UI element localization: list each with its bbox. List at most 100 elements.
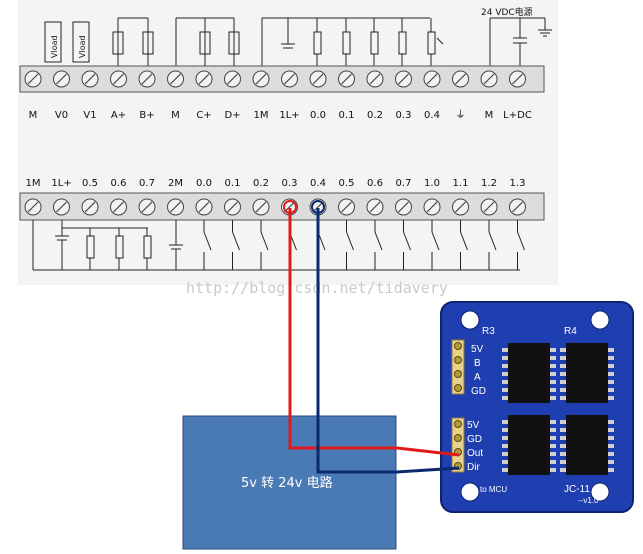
- header-pin-5: [454, 434, 462, 442]
- jc11-module: [440, 301, 634, 513]
- chip-1-pin-l5: [560, 388, 566, 392]
- bottom-terminal-label-5: 2M: [168, 178, 183, 189]
- bottom-screw-slot-10: [312, 201, 324, 213]
- chip-1-pin-r2: [608, 364, 614, 368]
- top-screw-slot-14: [426, 73, 438, 85]
- chip-3-pin-r6: [608, 468, 614, 472]
- chip-1: [508, 343, 550, 403]
- top-screw-slot-2: [84, 73, 96, 85]
- switch-blade-8: [260, 231, 269, 251]
- chip-1-pin-r1: [608, 356, 614, 360]
- chip-2-pin-l3: [502, 444, 508, 448]
- bottom-screw-slot-4: [141, 201, 153, 213]
- r4-label: R4: [564, 326, 577, 337]
- chip-0-pin-r1: [550, 356, 556, 360]
- top-terminal-label-8: 1M: [254, 110, 269, 121]
- pin-gd-bottom: GD: [467, 434, 482, 445]
- header-pin-4: [454, 420, 462, 428]
- top-load-wiring: [44, 17, 552, 70]
- chip-0-pin-r0: [550, 348, 556, 352]
- chip-1-pin-r4: [608, 380, 614, 384]
- top-terminal-label-11: 0.1: [339, 110, 355, 121]
- supply-label: 24 VDC电源: [481, 6, 533, 18]
- input-switches: [203, 220, 525, 270]
- chip-0-pin-r5: [550, 388, 556, 392]
- chip-3-pin-l0: [560, 420, 566, 424]
- top-screw-slot-3: [113, 73, 124, 85]
- chip-0-pin-l3: [502, 372, 508, 376]
- red-wire: [288, 208, 460, 457]
- top-screw-slot-7: [227, 73, 238, 85]
- red-wire-terminal: [283, 200, 297, 214]
- bottom-screw-slot-1: [56, 201, 67, 213]
- top-screw-slot-8: [255, 73, 267, 85]
- chip-3-pin-r0: [608, 420, 614, 424]
- chip-2-pin-r4: [550, 452, 556, 456]
- bottom-screw-slot-0: [27, 201, 39, 213]
- top-terminal-label-9: 1L+: [279, 110, 299, 121]
- bottom-terminal-label-15: 1.1: [453, 178, 469, 189]
- chip-1-pin-l4: [560, 380, 566, 384]
- chip-1-pin-r3: [608, 372, 614, 376]
- top-screw-slot-9: [284, 73, 295, 85]
- switch-blade-6: [203, 231, 212, 251]
- chip-3-pin-r3: [608, 444, 614, 448]
- bottom-screw-slot-12: [369, 201, 381, 213]
- top-terminal-label-15: ⏚: [456, 109, 466, 121]
- chip-2-pin-l4: [502, 452, 508, 456]
- bottom-terminal-label-4: 0.7: [139, 178, 155, 189]
- top-screw-slot-15: [455, 73, 466, 85]
- bottom-terminal-label-2: 0.5: [82, 178, 98, 189]
- converter-label: 5v 转 24v 电路: [241, 475, 333, 491]
- top-terminal-label-13: 0.3: [396, 110, 412, 121]
- bottom-screw-slot-13: [398, 201, 409, 213]
- chip-0-pin-l2: [502, 364, 508, 368]
- bottom-terminal-label-7: 0.1: [225, 178, 241, 189]
- chip-1-pin-l2: [560, 364, 566, 368]
- chip-0-pin-r3: [550, 372, 556, 376]
- top-terminal-label-4: B+: [139, 110, 154, 121]
- switch-blade-14: [431, 231, 440, 251]
- top-terminal-label-5: M: [171, 110, 180, 121]
- chip-pins: [454, 342, 614, 472]
- chip-0-pin-r6: [550, 396, 556, 400]
- bottom-terminal-label-14: 1.0: [424, 178, 440, 189]
- chip-3-pin-l3: [560, 444, 566, 448]
- bottom-screw-slot-5: [170, 201, 181, 213]
- chip-2-pin-r6: [550, 468, 556, 472]
- chip-0-pin-r2: [550, 364, 556, 368]
- pin-5v-bottom: 5V: [467, 420, 480, 431]
- chip-2-pin-l2: [502, 436, 508, 440]
- chip-1-pin-r5: [608, 388, 614, 392]
- top-terminal-label-16: M: [485, 110, 494, 121]
- chip-3: [508, 415, 550, 475]
- header-pin-1: [454, 356, 462, 364]
- top-screw-slot-6: [198, 73, 210, 85]
- switch-blade-7: [232, 231, 240, 251]
- chip-1-pin-l1: [560, 356, 566, 360]
- top-terminal-label-0: M: [29, 110, 38, 121]
- top-terminal-label-2: V1: [83, 110, 96, 121]
- switch-blade-12: [374, 231, 383, 251]
- chip-2-pin-l0: [502, 420, 508, 424]
- top-terminal-label-14: 0.4: [424, 110, 440, 121]
- bottom-terminal-label-17: 1.3: [510, 178, 526, 189]
- chip-3-pin-l6: [560, 468, 566, 472]
- vload-label-1: Vload: [50, 35, 59, 58]
- top-terminal-label-1: V0: [55, 110, 68, 121]
- chip-1-pin-r0: [608, 348, 614, 352]
- top-terminal-label-3: A+: [111, 110, 126, 121]
- bottom-terminal-block: [19, 192, 545, 221]
- blue-wire-terminal: [311, 200, 325, 214]
- chip-0-pin-l5: [502, 388, 508, 392]
- top-terminal-block: [19, 65, 545, 93]
- chip-2: [566, 343, 608, 403]
- bottom-terminal-label-8: 0.2: [253, 178, 269, 189]
- chip-3-pin-r1: [608, 428, 614, 432]
- chip-2-pin-r1: [550, 428, 556, 432]
- pin-5v-top: 5V: [471, 344, 484, 355]
- chip-0-pin-l6: [502, 396, 508, 400]
- chip-3-pin-l2: [560, 436, 566, 440]
